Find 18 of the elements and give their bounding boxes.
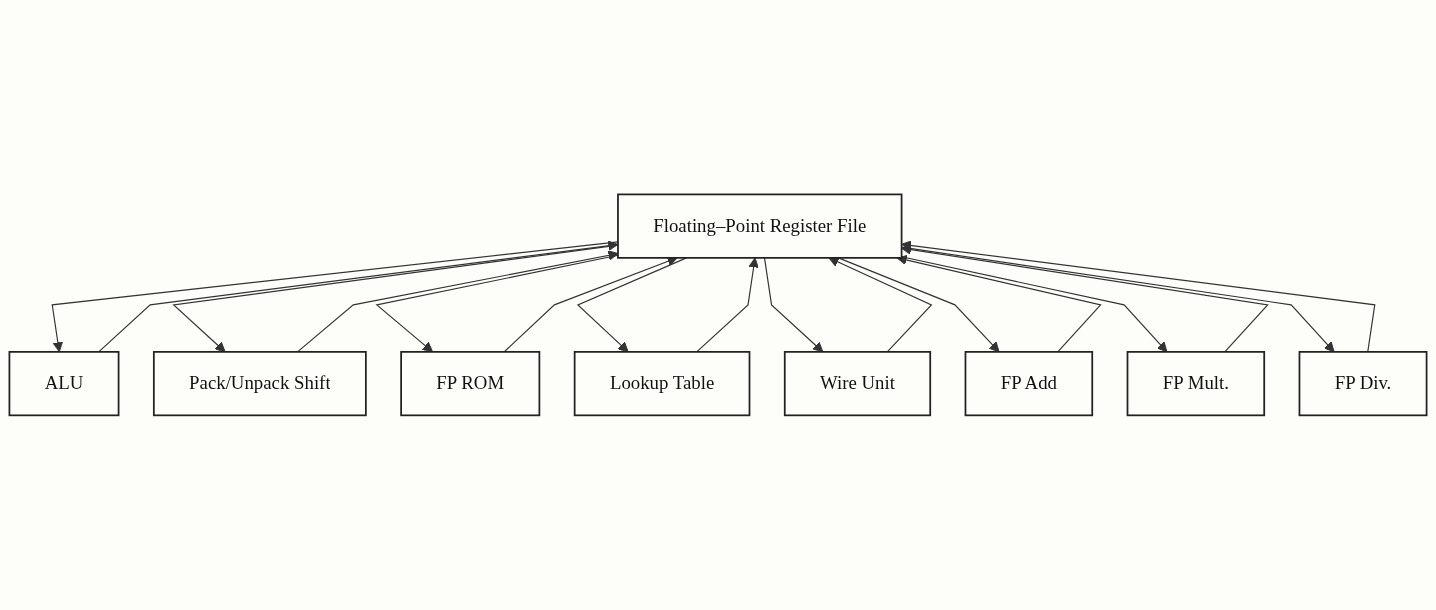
arrow bbox=[375, 254, 619, 353]
arrow bbox=[828, 257, 933, 353]
arrow bbox=[896, 255, 1102, 353]
node-box: FP Mult. bbox=[1126, 351, 1266, 417]
node-box: Wire Unit bbox=[783, 351, 932, 417]
arrow bbox=[296, 250, 619, 353]
node-box: FP Add bbox=[964, 351, 1094, 417]
node-box: FP ROM bbox=[400, 351, 541, 417]
arrow bbox=[696, 257, 759, 353]
arrow bbox=[901, 244, 1269, 353]
node-box: Lookup Table bbox=[573, 351, 751, 417]
arrow bbox=[763, 257, 824, 353]
node-box: Pack/Unpack Shift bbox=[152, 351, 367, 417]
node-box: Floating–Point Register File bbox=[617, 193, 903, 259]
arrow bbox=[172, 244, 619, 353]
node-box: FP Div. bbox=[1298, 351, 1428, 417]
arrow bbox=[503, 256, 678, 353]
node-box: ALU bbox=[8, 351, 120, 417]
